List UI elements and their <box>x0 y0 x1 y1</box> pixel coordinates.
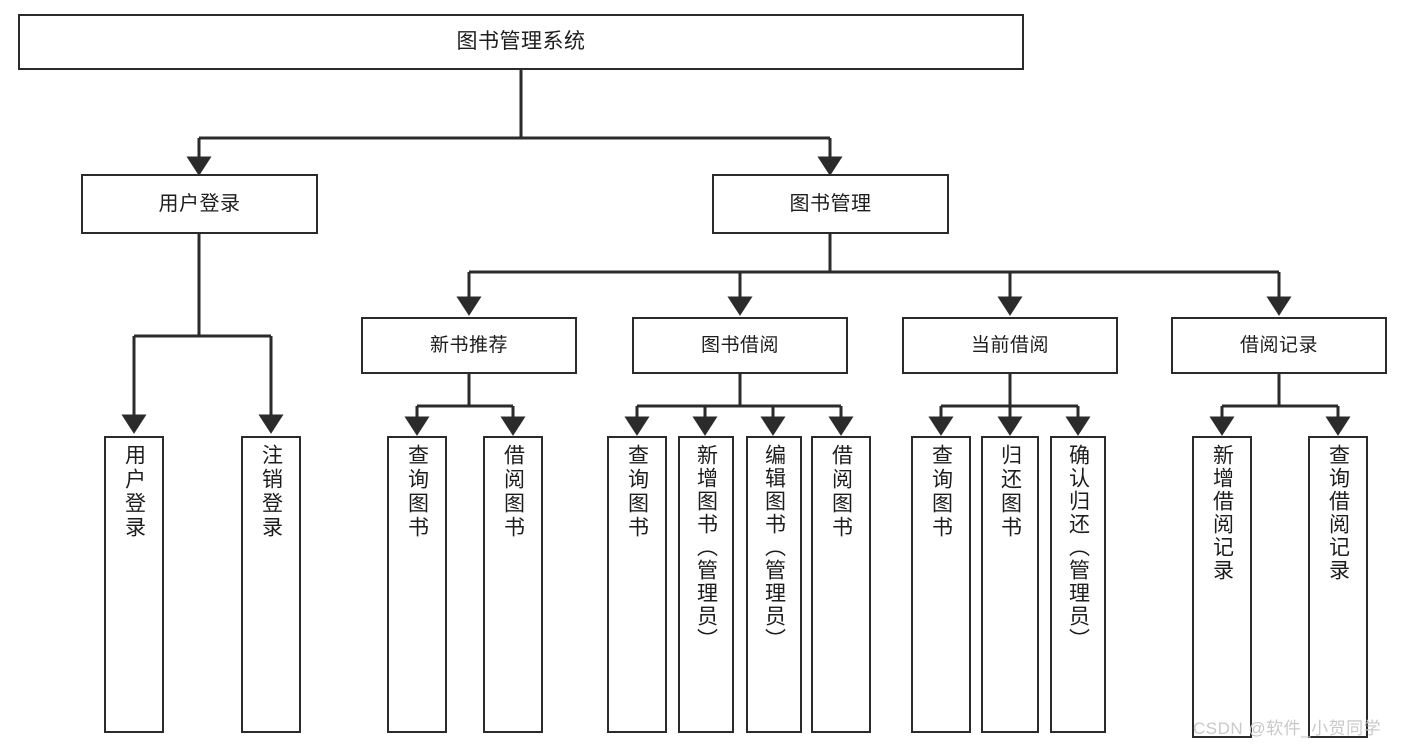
node-book-management-label: 图书管理 <box>789 192 872 215</box>
leaf-borrow-add-book[interactable]: 新增图书（管理员） <box>678 436 734 733</box>
node-borrow-record-label: 借阅记录 <box>1239 334 1318 356</box>
node-current-borrow[interactable]: 当前借阅 <box>902 317 1118 374</box>
node-new-book-recommend-label: 新书推荐 <box>429 334 508 356</box>
leaf-recommend-borrow-book-label: 借阅图书 <box>501 444 525 540</box>
leaf-recommend-query-book-label: 查询图书 <box>405 444 429 540</box>
leaf-current-confirm-return-label: 确认归还（管理员） <box>1066 444 1090 651</box>
leaf-current-confirm-return[interactable]: 确认归还（管理员） <box>1050 436 1106 733</box>
leaf-borrow-borrow-book-label: 借阅图书 <box>829 444 853 540</box>
leaf-record-add[interactable]: 新增借阅记录 <box>1192 436 1252 738</box>
leaf-borrow-borrow-book[interactable]: 借阅图书 <box>811 436 871 733</box>
node-book-management[interactable]: 图书管理 <box>712 174 949 234</box>
leaf-borrow-edit-book-label: 编辑图书（管理员） <box>762 444 786 651</box>
leaf-recommend-query-book[interactable]: 查询图书 <box>387 436 447 733</box>
leaf-current-query-book[interactable]: 查询图书 <box>911 436 971 733</box>
node-new-book-recommend[interactable]: 新书推荐 <box>361 317 577 374</box>
leaf-record-query[interactable]: 查询借阅记录 <box>1308 436 1368 738</box>
leaf-borrow-add-book-label: 新增图书（管理员） <box>694 444 718 651</box>
leaf-recommend-borrow-book[interactable]: 借阅图书 <box>483 436 543 733</box>
leaf-record-add-label: 新增借阅记录 <box>1210 444 1234 582</box>
leaf-borrow-query-book[interactable]: 查询图书 <box>607 436 667 733</box>
leaf-user-logout-label: 注销登录 <box>259 444 283 540</box>
node-current-borrow-label: 当前借阅 <box>970 334 1049 356</box>
leaf-current-return-book[interactable]: 归还图书 <box>981 436 1039 733</box>
node-user-login[interactable]: 用户登录 <box>81 174 318 234</box>
node-book-borrow-label: 图书借阅 <box>700 334 779 356</box>
node-user-login-label: 用户登录 <box>158 192 241 215</box>
leaf-borrow-query-book-label: 查询图书 <box>625 444 649 540</box>
leaf-current-return-book-label: 归还图书 <box>998 444 1022 540</box>
leaf-record-query-label: 查询借阅记录 <box>1326 444 1350 582</box>
leaf-current-query-book-label: 查询图书 <box>929 444 953 540</box>
leaf-user-login-label: 用户登录 <box>122 444 146 540</box>
leaf-user-login[interactable]: 用户登录 <box>104 436 164 733</box>
node-root[interactable]: 图书管理系统 <box>18 14 1024 70</box>
node-borrow-record[interactable]: 借阅记录 <box>1171 317 1387 374</box>
leaf-user-logout[interactable]: 注销登录 <box>241 436 301 733</box>
node-book-borrow[interactable]: 图书借阅 <box>632 317 848 374</box>
leaf-borrow-edit-book[interactable]: 编辑图书（管理员） <box>746 436 802 733</box>
node-root-label: 图书管理系统 <box>456 30 586 54</box>
